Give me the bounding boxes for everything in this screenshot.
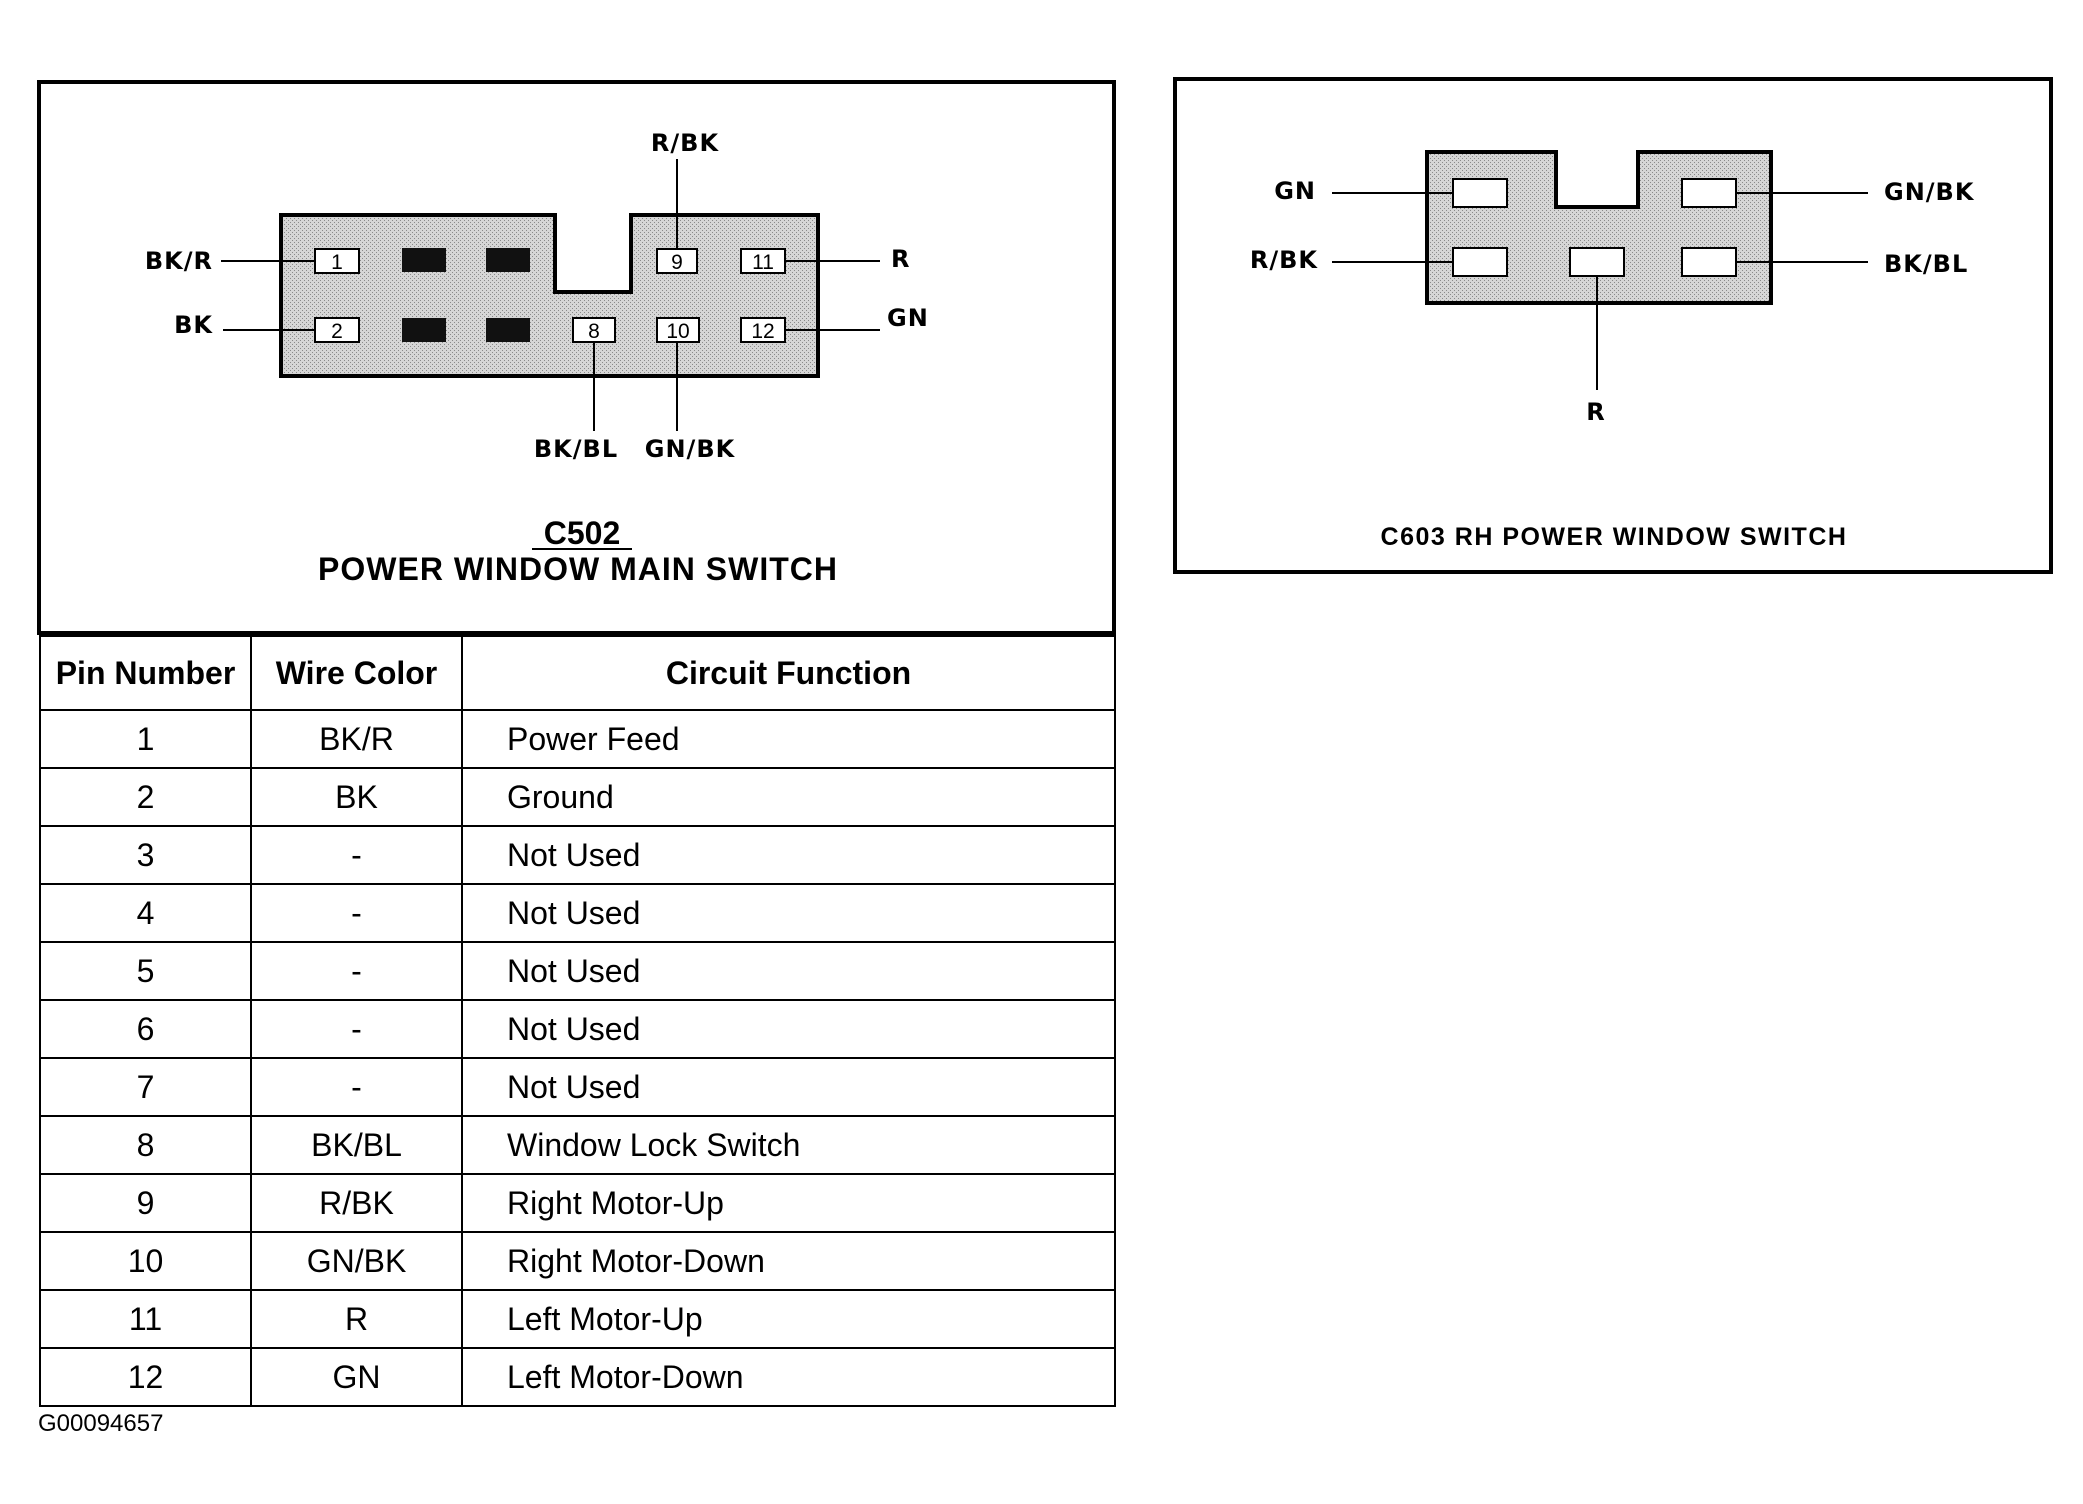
c603-cavity-top-right <box>1681 178 1737 208</box>
c603-cavity-mid-left <box>1452 247 1508 277</box>
c502-pin-9: 9 <box>656 248 698 274</box>
wire-color: - <box>250 825 463 885</box>
circuit-function: Left Motor-Up <box>461 1289 1116 1349</box>
pinout-table: Pin Number Wire Color Circuit Function 1… <box>39 633 1116 1407</box>
c502-pin-5-blocked <box>486 248 530 272</box>
svg-text:10: 10 <box>666 320 689 343</box>
circuit-function: Ground <box>461 767 1116 827</box>
c603-frame <box>1173 77 2053 574</box>
c502-connector-id: C502 <box>544 515 621 551</box>
circuit-function: Left Motor-Down <box>461 1347 1116 1407</box>
table-row: 3-Not Used <box>39 825 1116 885</box>
c603-cavity-mid-right <box>1681 247 1737 277</box>
circuit-function: Power Feed <box>461 709 1116 769</box>
pin-number: 3 <box>39 825 252 885</box>
c502-connector-name: POWER WINDOW MAIN SWITCH <box>318 551 838 587</box>
wire-color: R/BK <box>250 1173 463 1233</box>
pin-number: 2 <box>39 767 252 827</box>
c502-frame <box>37 80 1116 635</box>
wire-color: - <box>250 999 463 1059</box>
pin-number: 10 <box>39 1231 252 1291</box>
c502-label-bk-bl: BK/BL <box>534 435 618 463</box>
wire-color: BK/R <box>250 709 463 769</box>
table-row: 6-Not Used <box>39 999 1116 1059</box>
wire-color: - <box>250 883 463 943</box>
c603-cavity-top-left <box>1452 178 1508 208</box>
table-row: 4-Not Used <box>39 883 1116 943</box>
c502-label-gn-bk: GN/BK <box>645 435 736 463</box>
c502-label-bk-r: BK/R <box>145 247 213 275</box>
svg-text:12: 12 <box>751 320 774 343</box>
c502-pin-8: 8 <box>572 317 616 343</box>
figure-code: G00094657 <box>38 1410 164 1437</box>
circuit-function: Not Used <box>461 1057 1116 1117</box>
c603-title: C603 RH POWER WINDOW SWITCH <box>1381 523 1848 551</box>
pin-number: 1 <box>39 709 252 769</box>
c502-pin-12: 12 <box>740 317 786 343</box>
c502-label-r: R <box>891 245 910 273</box>
wire-color: R <box>250 1289 463 1349</box>
circuit-function: Right Motor-Up <box>461 1173 1116 1233</box>
pin-number: 9 <box>39 1173 252 1233</box>
header-wire-color: Wire Color <box>250 633 463 711</box>
wire-color: - <box>250 941 463 1001</box>
wire-color: - <box>250 1057 463 1117</box>
c502-pin-10: 10 <box>656 317 700 343</box>
wire-color: GN/BK <box>250 1231 463 1291</box>
c603-label-gn-bk: GN/BK <box>1884 178 1975 206</box>
pin-number: 12 <box>39 1347 252 1407</box>
c603-label-r: R <box>1586 398 1605 426</box>
circuit-function: Not Used <box>461 999 1116 1059</box>
c502-pin-1: 1 <box>314 248 360 274</box>
header-circuit-function: Circuit Function <box>461 633 1116 711</box>
pin-number: 7 <box>39 1057 252 1117</box>
c502-pin-4-blocked <box>402 318 446 342</box>
c502-pin-3-blocked <box>402 248 446 272</box>
table-row: 7-Not Used <box>39 1057 1116 1117</box>
table-header-row: Pin Number Wire Color Circuit Function <box>39 633 1116 711</box>
pin-number: 5 <box>39 941 252 1001</box>
pin-number: 11 <box>39 1289 252 1349</box>
c502-pin-6-blocked <box>486 318 530 342</box>
circuit-function: Not Used <box>461 825 1116 885</box>
svg-text:9: 9 <box>671 251 683 274</box>
c502-connector-body <box>279 213 820 378</box>
wire-color: BK/BL <box>250 1115 463 1175</box>
circuit-function: Window Lock Switch <box>461 1115 1116 1175</box>
svg-text:8: 8 <box>588 320 600 343</box>
circuit-function: Right Motor-Down <box>461 1231 1116 1291</box>
c502-label-bk: BK <box>174 311 213 339</box>
header-pin-number: Pin Number <box>39 633 252 711</box>
pin-number: 4 <box>39 883 252 943</box>
wire-color: GN <box>250 1347 463 1407</box>
c502-label-r-bk: R/BK <box>651 129 720 157</box>
c603-label-gn: GN <box>1274 177 1316 205</box>
svg-text:1: 1 <box>331 251 343 274</box>
svg-text:2: 2 <box>331 320 343 343</box>
circuit-function: Not Used <box>461 941 1116 1001</box>
table-row: 5-Not Used <box>39 941 1116 1001</box>
c603-label-bk-bl: BK/BL <box>1884 250 1968 278</box>
circuit-function: Not Used <box>461 883 1116 943</box>
pin-number: 8 <box>39 1115 252 1175</box>
svg-text:11: 11 <box>752 251 774 274</box>
c502-pin-2: 2 <box>314 317 360 343</box>
c603-label-r-bk: R/BK <box>1250 246 1319 274</box>
wire-color: BK <box>250 767 463 827</box>
c603-connector-body <box>1425 150 1773 305</box>
c502-label-gn: GN <box>887 304 929 332</box>
c603-cavity-mid-center <box>1569 247 1625 277</box>
c502-pin-11: 11 <box>740 248 786 274</box>
pin-number: 6 <box>39 999 252 1059</box>
